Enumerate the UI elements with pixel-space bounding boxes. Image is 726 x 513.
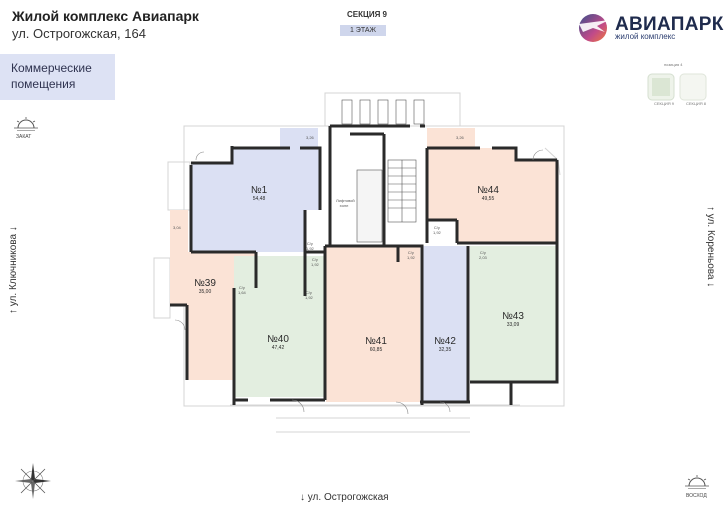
unit-43-area: 33,09 [506, 322, 520, 328]
unit-1-balcony[interactable] [280, 128, 318, 148]
unit-44-label[interactable]: №44 49,55 [476, 186, 500, 203]
unit-1-label[interactable]: №1 54,48 [250, 186, 268, 203]
walls [170, 124, 559, 405]
wc-6-label: С/у [479, 250, 486, 255]
unit-1-area: 54,48 [252, 196, 266, 202]
unit-1-number: №1 [250, 185, 268, 196]
section-minimap[interactable] [638, 60, 716, 112]
unit-44-balcony[interactable] [427, 128, 475, 148]
wc-6-area: 2,03 [479, 255, 487, 260]
wc-4-area: 1,92 [407, 255, 415, 260]
unit-44[interactable] [427, 148, 557, 243]
section-label: СЕКЦИЯ 9 [346, 10, 387, 19]
unit-42[interactable] [422, 246, 468, 402]
stair-core [341, 99, 425, 243]
unit-39-label[interactable]: №39 35,00 [193, 279, 217, 296]
wc-3-label: С/у [305, 290, 312, 295]
unit-41-number: №41 [365, 336, 387, 347]
wc-4-label: С/у [407, 250, 414, 255]
floor-badge[interactable]: 1 ЭТАЖ [340, 25, 386, 36]
unit-42-area: 32,35 [438, 347, 452, 353]
unit-42-number: №42 [434, 336, 456, 347]
unit-43-label[interactable]: №43 33,09 [501, 312, 525, 329]
wc-1-area: 1,92 [306, 246, 314, 251]
east-label: ВОСХОД [686, 493, 707, 499]
unit-40-number: №40 [267, 334, 289, 345]
wc-5-area: 1,92 [433, 230, 441, 235]
page-title: Жилой комплекс Авиапарк [12, 8, 199, 24]
logo-icon [579, 14, 609, 42]
sunset-icon [14, 117, 38, 131]
compass-icon [15, 463, 51, 499]
unit-44-number: №44 [477, 185, 499, 196]
unit-39-side-room[interactable] [170, 210, 188, 252]
logo-subtitle: жилой комплекс [615, 32, 676, 41]
unit-44-area: 49,55 [481, 196, 495, 202]
unit-1[interactable] [191, 148, 319, 252]
doors [174, 149, 544, 415]
unit-41[interactable] [326, 246, 420, 402]
sunrise-icon [685, 475, 709, 489]
wc-2-area: 1,92 [311, 262, 319, 267]
unit-40-area: 47,42 [271, 345, 285, 351]
unit-42-label[interactable]: №42 32,35 [433, 337, 457, 354]
unit-39-number: №39 [194, 278, 216, 289]
minimap-section-9[interactable]: СЕКЦИЯ 9 [654, 101, 674, 106]
balcony-a-area: 3,26 [306, 135, 314, 140]
unit-43[interactable] [470, 246, 557, 382]
street-bottom-label: ул. Острогожская [307, 492, 389, 503]
address: ул. Острогожская, 164 [12, 26, 146, 41]
wc-39-label: С/у [238, 285, 245, 290]
unit-40[interactable] [234, 256, 324, 397]
unit-43-number: №43 [502, 311, 524, 322]
logo-brand: АВИАПАРК [615, 14, 724, 35]
wc-3-area: 1,92 [305, 295, 313, 300]
category-label: Коммерческие помещения [0, 54, 115, 100]
street-bottom: ↓ ул. Острогожская [300, 492, 389, 503]
stairs-label: Лифтовой холл [336, 198, 355, 208]
unit-41-area: 60,85 [369, 347, 383, 353]
wc-39-area: 1,64 [238, 290, 246, 295]
side-room-area: 3,04 [173, 225, 181, 230]
minimap-position: позиция 4 [664, 62, 683, 67]
wc-1-label: С/у [306, 241, 313, 246]
wc-5-label: С/у [433, 225, 440, 230]
balcony-b-area: 3,26 [456, 135, 464, 140]
west-label: ЗАКАТ [16, 134, 32, 140]
unit-39-area: 35,00 [198, 289, 212, 295]
unit-40-label[interactable]: №40 47,42 [266, 335, 290, 352]
wc-2-label: С/у [311, 257, 318, 262]
minimap-section-8[interactable]: СЕКЦИЯ 8 [686, 101, 706, 106]
unit-41-label[interactable]: №41 60,85 [364, 337, 388, 354]
